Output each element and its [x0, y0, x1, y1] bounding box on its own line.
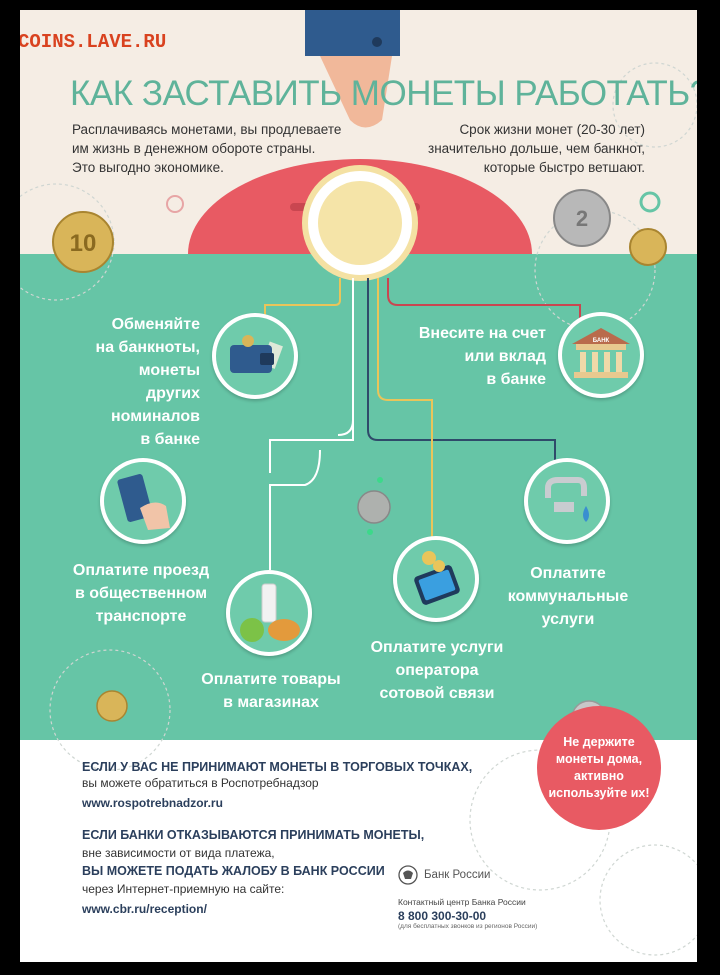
info-heading: ЕСЛИ У ВАС НЕ ПРИНИМАЮТ МОНЕТЫ В ТОРГОВЫ… — [82, 760, 473, 774]
coin-2-icon — [553, 189, 611, 247]
tip-utilities: Оплатите коммунальные услуги — [498, 562, 638, 631]
phone-icon — [414, 551, 460, 605]
badge-line: монеты дома, — [555, 752, 643, 766]
gear-small-icon — [639, 191, 661, 213]
coin-2-label: 2 — [576, 206, 588, 231]
tip-mobile: Оплатите услуги оператора сотовой связи — [362, 636, 512, 705]
lead-left-line: Расплачиваясь монетами, вы продлеваете — [72, 122, 342, 137]
lead-left: Расплачиваясь монетами, вы продлеваете и… — [72, 120, 362, 177]
shop-circle — [226, 570, 312, 656]
background-graphics: 10 2 1 — [20, 10, 697, 956]
cbr-eagle-icon — [398, 865, 418, 885]
faucet-icon — [545, 477, 589, 522]
tip-exchange-line: Обменяйте — [111, 316, 200, 333]
tip-exchange-line: на банкноты, — [95, 339, 200, 356]
info-rospotrebnadzor: ЕСЛИ У ВАС НЕ ПРИНИМАЮТ МОНЕТЫ В ТОРГОВЫ… — [82, 760, 472, 810]
badge-line: используйте их! — [548, 786, 650, 800]
badge-line: активно — [574, 769, 624, 783]
lead-right: Срок жизни монет (20-30 лет) значительно… — [408, 120, 645, 177]
tip-mobile-line: Оплатите услуги — [370, 639, 504, 656]
page-title: КАК ЗАСТАВИТЬ МОНЕТЫ РАБОТАТЬ? — [70, 74, 697, 113]
watermark: COINS.LAVE.RU — [20, 31, 167, 53]
info-cbr: ЕСЛИ БАНКИ ОТКАЗЫВАЮТСЯ ПРИНИМАТЬ МОНЕТЫ… — [82, 826, 424, 918]
info-text: через Интернет-приемную на сайте: — [82, 882, 285, 896]
coin-10-icon — [52, 211, 114, 273]
lead-right-line: Срок жизни монет (20-30 лет) — [459, 122, 645, 137]
wallet-circle — [212, 313, 298, 399]
coin-10-label: 10 — [70, 230, 97, 257]
tip-exchange: Обменяйте на банкноты, монеты других ном… — [84, 313, 200, 451]
lead-left-line: Это выгодно экономике. — [72, 160, 224, 175]
coin-silver-icon — [357, 490, 391, 524]
cbr-phone[interactable]: 8 800 300-30-00 — [398, 909, 487, 923]
tip-deposit: Внесите на счет или вклад в банке — [406, 322, 546, 391]
tip-transport-line: транспорте — [95, 608, 187, 625]
info-heading: ВЫ МОЖЕТЕ ПОДАТЬ ЖАЛОБУ В БАНК РОССИИ — [82, 864, 385, 878]
tip-shop-line: Оплатите товары — [201, 671, 341, 688]
tip-utilities-line: коммунальные — [507, 588, 629, 605]
info-heading: ЕСЛИ БАНКИ ОТКАЗЫВАЮТСЯ ПРИНИМАТЬ МОНЕТЫ… — [82, 828, 425, 842]
tip-deposit-line: Внесите на счет — [418, 325, 546, 342]
badge-line: Не держите — [563, 735, 635, 749]
bank-circle: БАНК — [558, 312, 644, 398]
lead-right-line: значительно дольше, чем банкнот, — [428, 141, 645, 156]
tip-transport-line: Оплатите проезд — [72, 562, 210, 579]
tip-mobile-line: оператора — [395, 662, 479, 679]
lead-left-line: им жизнь в денежном обороте страны. — [72, 141, 316, 156]
tip-shop-line: в магазинах — [223, 694, 319, 711]
tip-deposit-line: в банке — [486, 371, 546, 388]
cbr-reception-link[interactable]: www.cbr.ru/reception/ — [82, 902, 207, 916]
cbr-contact-label: Контактный центр Банка России — [398, 897, 526, 907]
ticket-icon — [117, 474, 170, 530]
tip-shop: Оплатите товары в магазинах — [188, 668, 354, 714]
mobile-circle — [393, 536, 479, 622]
infographic-page: 10 2 1 COINS.LAVE.RU КАК ЗАСТАВИТЬ МОНЕТ… — [20, 10, 697, 962]
cbr-name: Банк России — [424, 869, 491, 881]
cbr-contact-block: Банк России Контактный центр Банка Росси… — [398, 865, 537, 930]
transport-circle — [100, 458, 186, 544]
tip-utilities-line: услуги — [541, 611, 595, 628]
tip-exchange-line: в банке — [140, 431, 200, 448]
cbr-phone-note: (для бесплатных звонков из регионов Росс… — [398, 923, 538, 930]
coin-gold-icon — [96, 690, 128, 722]
info-text: вы можете обратиться в Роспотребнадзор — [82, 776, 319, 790]
rospotrebnadzor-link[interactable]: www.rospotrebnadzor.ru — [82, 796, 223, 810]
sleeve — [305, 10, 400, 56]
gear-icon — [166, 195, 184, 213]
bank-sign: БАНК — [593, 338, 610, 344]
wallet-icon — [230, 335, 283, 373]
tip-utilities-line: Оплатите — [530, 565, 606, 582]
dont-keep-coins-badge: Не держите монеты дома, активно использу… — [537, 706, 661, 830]
utilities-circle — [524, 458, 610, 544]
tip-transport-line: в общественном — [74, 585, 208, 602]
groceries-icon — [240, 583, 300, 642]
bank-icon: БАНК — [572, 328, 630, 378]
tip-exchange-line: номиналов — [110, 408, 200, 425]
tip-transport: Оплатите проезд в общественном транспорт… — [58, 559, 224, 628]
tip-mobile-line: сотовой связи — [379, 685, 495, 702]
coin-10-small-icon — [629, 228, 667, 266]
hand-icon — [320, 56, 392, 128]
tip-exchange-line: монеты других — [138, 362, 200, 402]
tip-deposit-line: или вклад — [464, 348, 546, 365]
lead-right-line: которые быстро ветшают. — [483, 160, 645, 175]
info-text: вне зависимости от вида платежа, — [82, 846, 275, 860]
